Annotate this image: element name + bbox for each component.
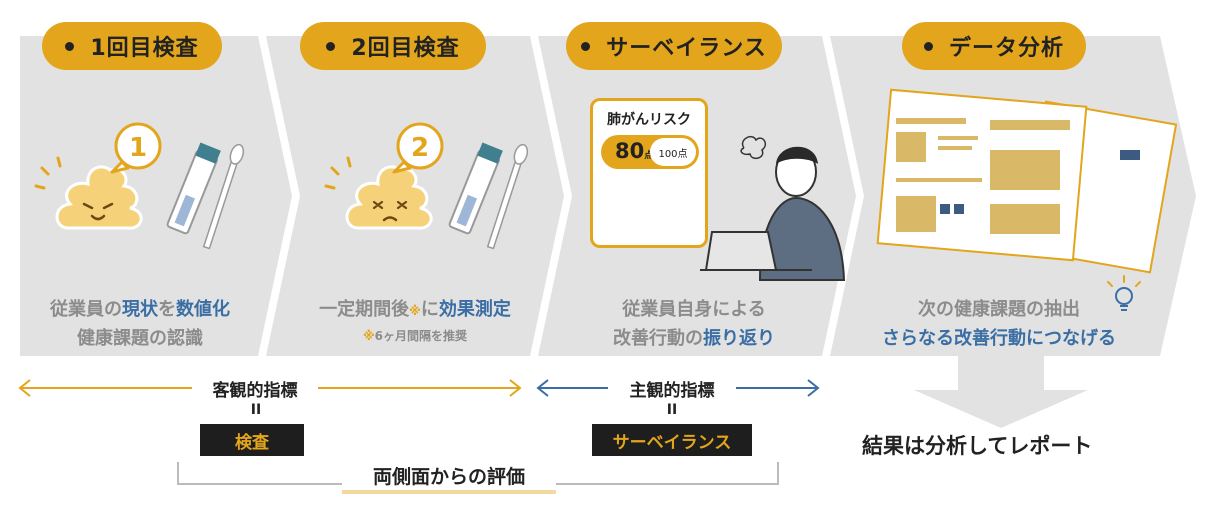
step-2-title: 2回目検査 [300, 22, 486, 70]
stool-character-icon [34, 156, 143, 230]
step-4-title: データ分析 [902, 22, 1086, 70]
test-kit-icon [166, 142, 221, 235]
caption-text: に [420, 299, 439, 320]
step-4-caption-line2: さらなる改善行動につなげる [882, 328, 1116, 349]
both-sides-bracket [177, 462, 779, 485]
objective-box: 検査 [200, 424, 304, 456]
risk-score-value: 80 [615, 139, 645, 163]
lightbulb-icon [1107, 275, 1141, 311]
down-arrow [914, 356, 1088, 428]
step-4-title-text: データ分析 [948, 36, 1064, 61]
step-2-caption: 一定期間後※に効果測定 ※6ヶ月間隔を推奨 [290, 296, 540, 347]
badge-1-icon: 1 [110, 122, 162, 174]
caption-text: を [158, 299, 176, 320]
both-sides-label: 両側面からの評価 [342, 462, 556, 494]
bullet-dot-icon [581, 41, 591, 51]
caption-emphasis: 数値化 [176, 299, 230, 320]
note-text: 6ヶ月間隔を推奨 [374, 329, 468, 343]
note-mark: ※ [362, 329, 375, 343]
panel-step-1 [20, 36, 292, 356]
risk-card-title: 肺がんリスク [607, 112, 691, 128]
report-sheets-icon [876, 88, 1178, 274]
swab-icon [202, 143, 245, 250]
test-kit-icon-2 [448, 142, 503, 235]
subjective-equal: II [666, 402, 678, 418]
note-mark: ※ [409, 304, 421, 318]
caption-emphasis: 効果測定 [438, 299, 511, 320]
objective-label: 客観的指標 [212, 381, 298, 401]
step-3-title: サーベイランス [566, 22, 782, 70]
step-3-title-text: サーベイランス [606, 36, 767, 61]
bullet-dot-icon [65, 41, 75, 51]
objective-equal: II [250, 402, 262, 418]
subjective-arrow [536, 379, 820, 397]
swab-icon-2 [486, 143, 529, 250]
risk-score: 80点 [615, 139, 653, 163]
step-2-caption-line1: 一定期間後※に効果測定 [290, 296, 540, 325]
subjective-box: サーベイランス [592, 424, 752, 456]
step-1-title-text: 1回目検査 [90, 36, 199, 61]
step-1-caption-line1: 従業員の現状を数値化 [20, 296, 260, 324]
risk-score-bar: 80点 100点 [601, 135, 699, 169]
report-text: 結果は分析してレポート [862, 434, 1093, 458]
risk-score-max: 100点 [650, 138, 696, 166]
worried-person-icon [700, 136, 846, 281]
step-2-note: ※6ヶ月間隔を推奨 [290, 325, 540, 347]
step-4-caption: 次の健康課題の抽出 さらなる改善行動につなげる [858, 296, 1140, 354]
step-1-title: 1回目検査 [42, 22, 222, 70]
step-2-title-text: 2回目検査 [351, 36, 460, 61]
step-1-caption: 従業員の現状を数値化 健康課題の認識 [20, 296, 260, 354]
risk-score-unit: 点 [644, 151, 654, 161]
step-1-caption-line2: 健康課題の認識 [77, 328, 203, 349]
caption-emphasis: 振り返り [703, 328, 775, 349]
step-3-caption-line1: 従業員自身による [622, 299, 766, 320]
caption-text: 改善行動の [613, 328, 703, 349]
bullet-dot-icon [326, 41, 336, 51]
step-3-caption: 従業員自身による 改善行動の振り返り [566, 296, 822, 354]
bullet-dot-icon [923, 41, 933, 51]
step-3-caption-line2: 改善行動の振り返り [566, 324, 822, 354]
subjective-label: 主観的指標 [629, 381, 715, 401]
badge-2-icon: 2 [392, 122, 444, 174]
caption-emphasis: 現状 [122, 299, 158, 320]
caption-text: 従業員の [50, 299, 122, 320]
step-4-caption-line1: 次の健康課題の抽出 [918, 299, 1080, 320]
caption-text: 一定期間後 [319, 299, 410, 320]
badge-2-number: 2 [411, 133, 429, 163]
objective-arrow [18, 379, 522, 397]
badge-1-number: 1 [129, 133, 147, 163]
risk-card: 肺がんリスク 80点 100点 [590, 98, 708, 248]
